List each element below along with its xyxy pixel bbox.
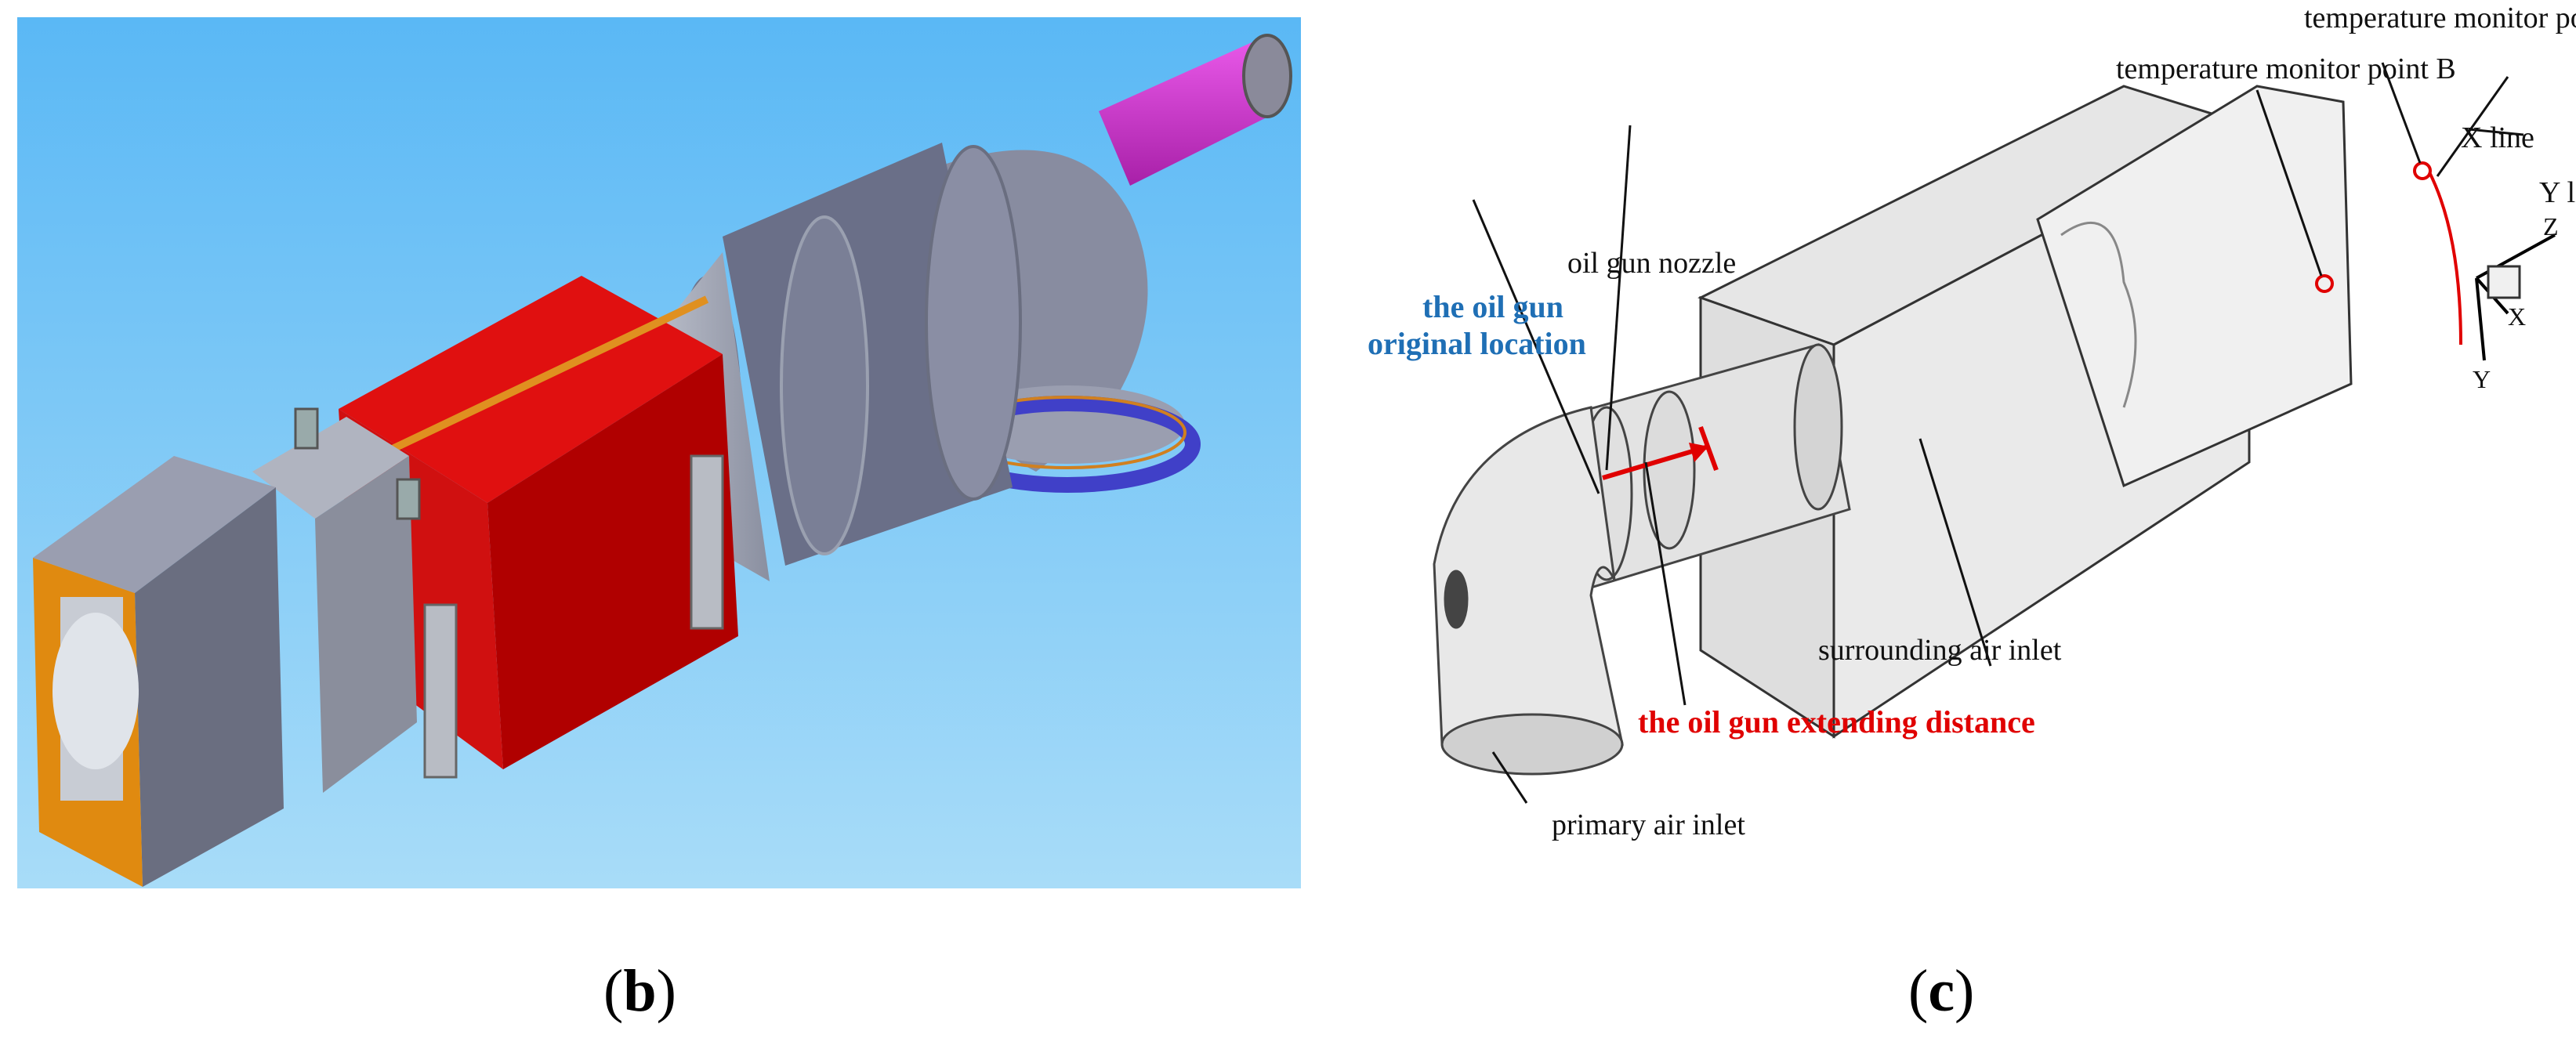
panel-b-caption: (b) bbox=[603, 958, 676, 1024]
cad-render-panel bbox=[17, 17, 1301, 888]
mounting-brackets bbox=[294, 407, 724, 779]
monitor-points bbox=[2315, 161, 2462, 345]
magenta-pipe bbox=[1099, 34, 1292, 186]
label-monitor-a: temperature monitor point A bbox=[2304, 2, 2576, 34]
label-surrounding-air-inlet: surrounding air inlet bbox=[1818, 634, 2062, 667]
label-original-location-2: original location bbox=[1368, 326, 1586, 361]
panel-c-caption: (c) bbox=[1908, 958, 1975, 1024]
axis-triad bbox=[2475, 233, 2556, 361]
label-x-line: X line bbox=[2461, 121, 2534, 154]
label-axis-y: Y bbox=[2473, 365, 2491, 393]
label-axis-z: Z bbox=[2543, 212, 2559, 241]
label-original-location-1: the oil gun bbox=[1422, 289, 1563, 324]
front-frame bbox=[33, 456, 284, 887]
leader-lines bbox=[1472, 62, 2524, 804]
label-monitor-b: temperature monitor point B bbox=[2116, 52, 2456, 85]
label-y-line: Y line bbox=[2539, 176, 2576, 209]
gray-collar bbox=[252, 417, 417, 793]
geometry-diagram-panel: temperature monitor point A temperature … bbox=[1368, 2, 2576, 841]
extending-distance-marker bbox=[1602, 425, 1719, 480]
label-oil-gun-nozzle: oil gun nozzle bbox=[1567, 247, 1736, 280]
label-primary-air-inlet: primary air inlet bbox=[1552, 808, 1745, 841]
label-extending-distance: the oil gun extending distance bbox=[1638, 704, 2035, 740]
label-axis-x: X bbox=[2508, 302, 2526, 331]
primary-pipe bbox=[1433, 343, 1851, 776]
